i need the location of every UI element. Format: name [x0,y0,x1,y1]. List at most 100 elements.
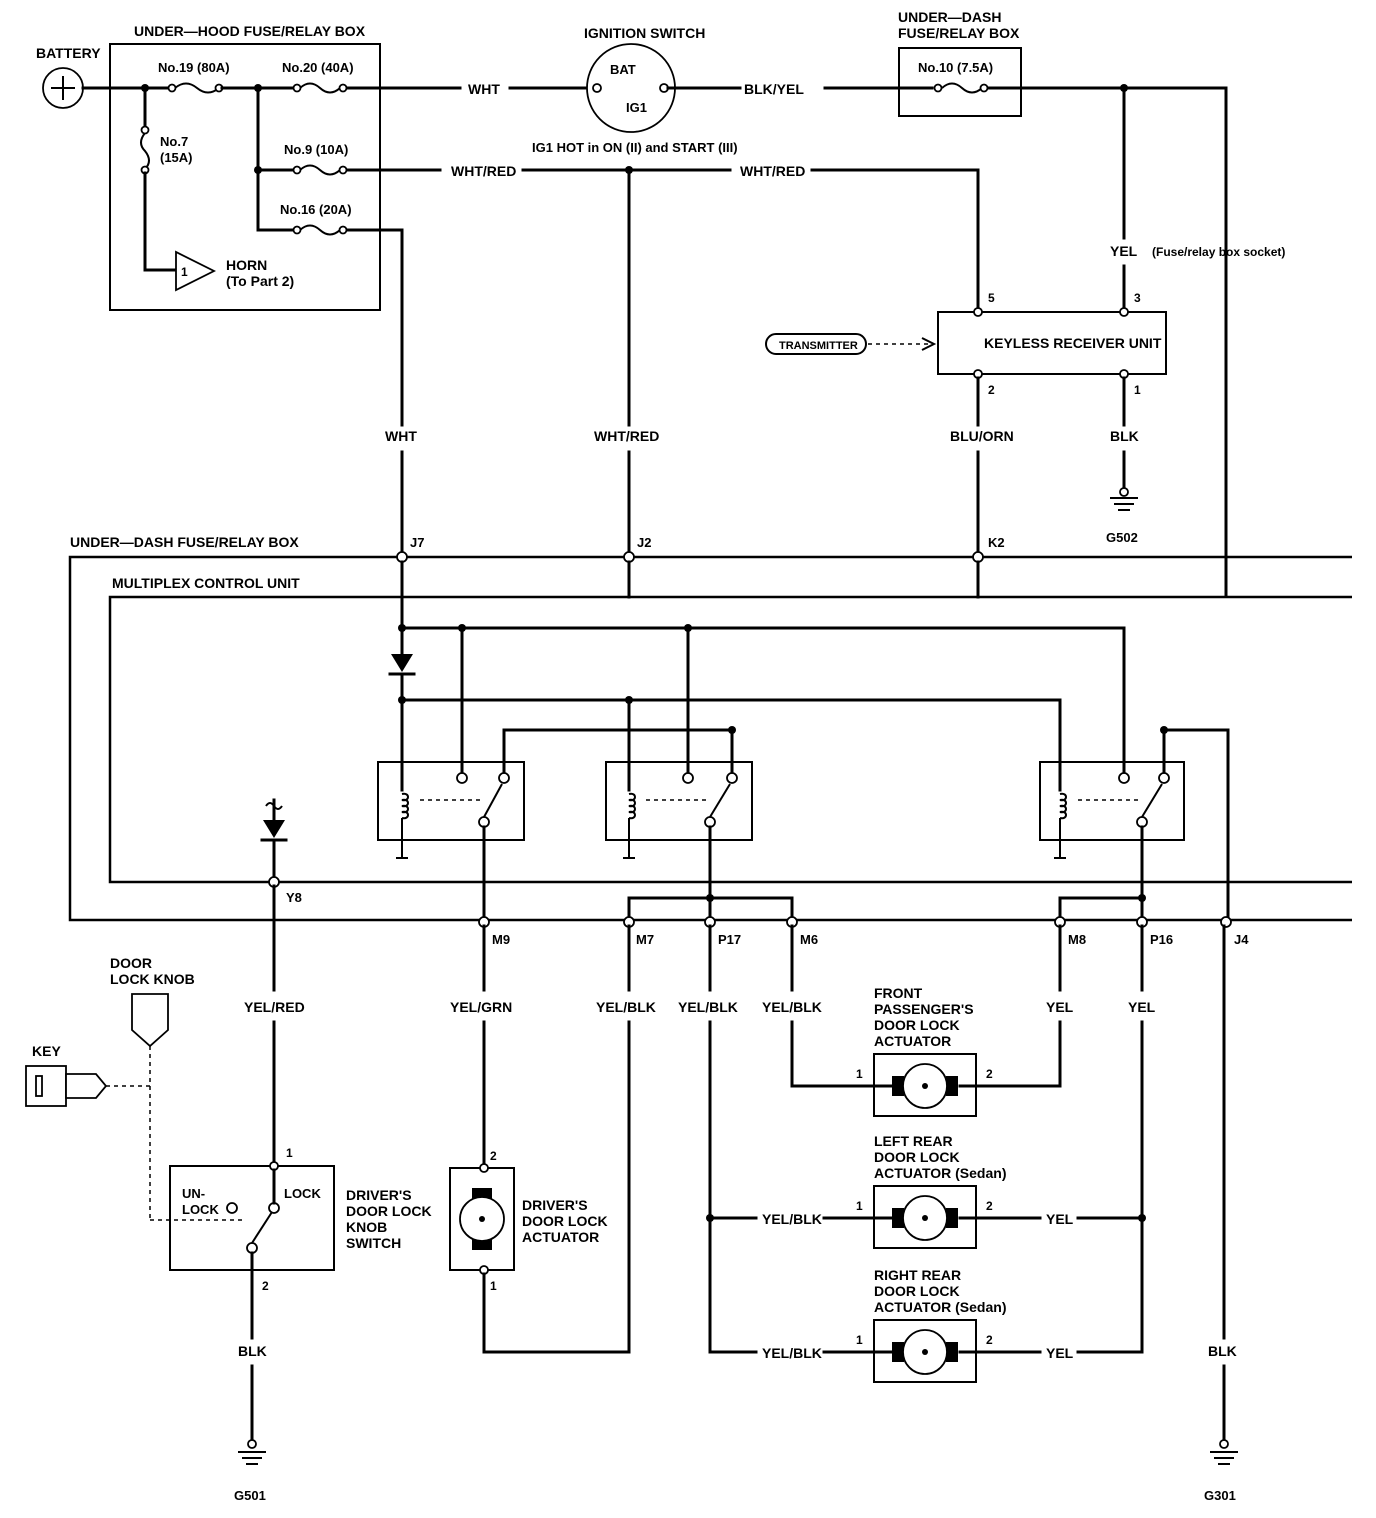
right-rear-actuator [873,1319,977,1383]
door-lock-knob-label-2: LOCK KNOB [110,971,195,987]
unlock-label-2: LOCK [182,1202,219,1217]
conn-m6: M6 [800,932,818,947]
fp-pin1: 1 [856,1067,863,1081]
rr-pin2: 2 [986,1333,993,1347]
fuse10-label: No.10 (7.5A) [918,60,993,75]
keyless-label: KEYLESS RECEIVER UNIT [984,335,1162,351]
left-rear-label-1: LEFT REAR [874,1133,953,1149]
key-icon [25,1065,108,1107]
door-lock-knob-label-1: DOOR [110,955,152,971]
driver-switch-label-1: DRIVER'S [346,1187,412,1203]
fuse19-label: No.19 (80A) [158,60,230,75]
keyless-pin5: 5 [988,291,995,305]
wire-yel-m8: YEL [1046,999,1074,1015]
driver-act-pin1: 1 [490,1279,497,1293]
unlock-label-1: UN- [182,1186,205,1201]
front-pass-label-2: PASSENGER'S [874,1001,974,1017]
g301-label: G301 [1204,1488,1236,1503]
keyless-pin2: 2 [988,383,995,397]
transmitter-label: TRANSMITTER [779,340,858,352]
front-pass-label-1: FRONT [874,985,923,1001]
fuse-icon [140,125,150,175]
wire-yel-red: YEL/RED [244,999,305,1015]
fuse20-label: No.20 (40A) [282,60,354,75]
wire-yel-rr: YEL [1046,1345,1074,1361]
driver-act-label-3: ACTUATOR [522,1229,599,1245]
conn-m7: M7 [636,932,654,947]
conn-j7: J7 [410,535,424,550]
fuse-icon [933,82,989,94]
relay-icon [605,761,753,859]
wire-blk-g301: BLK [1208,1343,1237,1359]
wire-blk-g502: BLK [1110,428,1139,444]
mcu-box [108,595,1352,884]
horn-icon [175,250,217,292]
underdash-top-label-1: UNDER—DASH [898,9,1001,25]
left-rear-label-3: ACTUATOR (Sedan) [874,1165,1006,1181]
right-rear-label-3: ACTUATOR (Sedan) [874,1299,1006,1315]
driver-act-pin2: 2 [490,1149,497,1163]
to-part2-label: (To Part 2) [226,273,294,289]
fuse-icon [292,164,348,176]
wire-wht-j7: WHT [385,428,417,444]
ig1-hot-label: IG1 HOT in ON (II) and START (III) [532,140,738,155]
ignition-switch-label: IGNITION SWITCH [584,25,705,41]
diode-icon [260,820,288,842]
front-pass-label-3: DOOR LOCK [874,1017,960,1033]
conn-p16: P16 [1150,932,1173,947]
ground-icon [1110,487,1138,511]
lock-label: LOCK [284,1186,321,1201]
wire-wht-top: WHT [468,81,500,97]
left-rear-actuator [873,1185,977,1249]
conn-m9: M9 [492,932,510,947]
underhood-fuse-box [109,43,381,311]
wire-blk-yel: BLK/YEL [744,81,804,97]
switch-pin2: 2 [262,1279,269,1293]
driver-act-label-2: DOOR LOCK [522,1213,608,1229]
lr-pin1: 1 [856,1199,863,1213]
fuse7-rating: (15A) [160,150,193,165]
transmitter-tag [765,333,867,355]
wire-blk-g501: BLK [238,1343,267,1359]
underdash-top-box [898,47,1022,117]
wire-yel-lr: YEL [1046,1211,1074,1227]
conn-k2: K2 [988,535,1005,550]
wire-wht-red-2: WHT/RED [740,163,805,179]
underdash-top-label-2: FUSE/RELAY BOX [898,25,1020,41]
front-pass-label-4: ACTUATOR [874,1033,951,1049]
conn-j2: J2 [637,535,651,550]
relay-icon [377,761,525,859]
fuse9-label: No.9 (10A) [284,142,348,157]
motor-icon [892,1329,958,1375]
wire-yel-keyless: YEL [1110,243,1138,259]
wire-wht-red-1: WHT/RED [451,163,516,179]
wire-yel-blk-m7: YEL/BLK [596,999,656,1015]
horn-label: HORN [226,257,267,273]
conn-m8: M8 [1068,932,1086,947]
conn-y8: Y8 [286,890,302,905]
left-rear-label-2: DOOR LOCK [874,1149,960,1165]
driver-switch-label-4: SWITCH [346,1235,401,1251]
key-label: KEY [32,1043,61,1059]
fuse7-label: No.7 [160,134,188,149]
ignition-switch-icon [586,43,676,133]
front-passenger-actuator [873,1053,977,1117]
door-lock-knob-icon [131,993,169,1048]
ignition-ig1: IG1 [626,100,647,115]
conn-j4: J4 [1234,932,1249,947]
keyless-pin1: 1 [1134,383,1141,397]
lr-pin2: 2 [986,1199,993,1213]
g501-label: G501 [234,1488,266,1503]
ground-icon [1210,1439,1238,1465]
fp-pin2: 2 [986,1067,993,1081]
ignition-bat: BAT [610,62,636,77]
right-rear-label-2: DOOR LOCK [874,1283,960,1299]
keyless-pin3: 3 [1134,291,1141,305]
horn-pin: 1 [181,265,188,279]
keyless-receiver-unit [937,311,1167,375]
motor-icon [459,1188,505,1250]
driver-switch-label-3: KNOB [346,1219,387,1235]
battery-icon [42,67,84,109]
fuse-icon [167,82,224,94]
